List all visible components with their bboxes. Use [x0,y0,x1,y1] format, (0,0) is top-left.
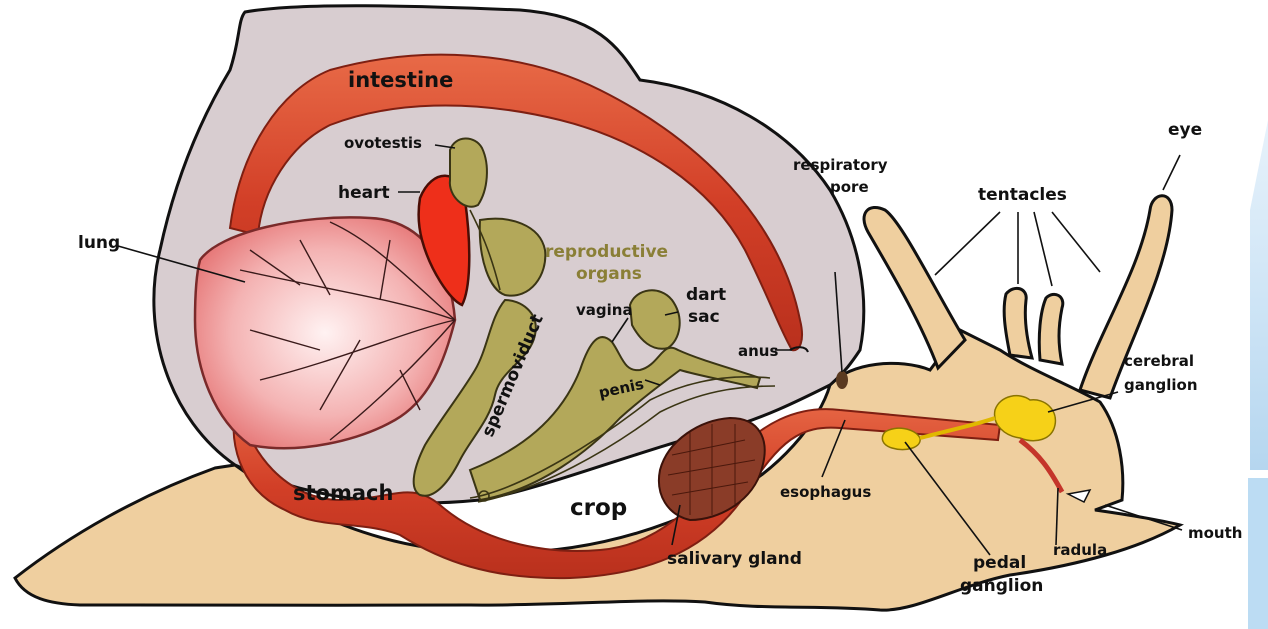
pedal-ganglion-organ [882,428,920,449]
label-tentacles: tentacles [978,185,1067,205]
label-cerebral-ganglion-1: cerebral [1124,352,1194,370]
label-ovotestis: ovotestis [344,134,422,152]
label-reproductive-organs-1: reproductive [545,242,668,262]
label-pedal-ganglion-2: ganglion [960,576,1043,596]
label-intestine: intestine [348,68,453,92]
label-cerebral-ganglion-2: ganglion [1124,376,1198,394]
label-eye: eye [1168,120,1202,140]
label-salivary-gland: salivary gland [667,549,802,569]
label-dart-sac-1: dart [686,285,726,305]
respiratory-pore-opening [836,371,848,389]
label-vagina: vagina [576,301,633,319]
label-lung: lung [78,233,120,253]
label-stomach: stomach [293,481,393,505]
label-heart: heart [338,183,390,203]
label-radula: radula [1053,541,1107,559]
side-decoration [1248,120,1268,629]
label-anus: anus [738,342,778,360]
label-mouth: mouth [1188,524,1242,542]
label-crop: crop [570,495,627,521]
label-respiratory-pore-2: pore [830,178,869,196]
label-pedal-ganglion-1: pedal [973,553,1026,573]
label-respiratory-pore-1: respiratory [793,156,888,174]
label-reproductive-organs-2: organs [576,264,642,284]
label-dart-sac-2: sac [688,307,720,327]
label-esophagus: esophagus [780,483,871,501]
